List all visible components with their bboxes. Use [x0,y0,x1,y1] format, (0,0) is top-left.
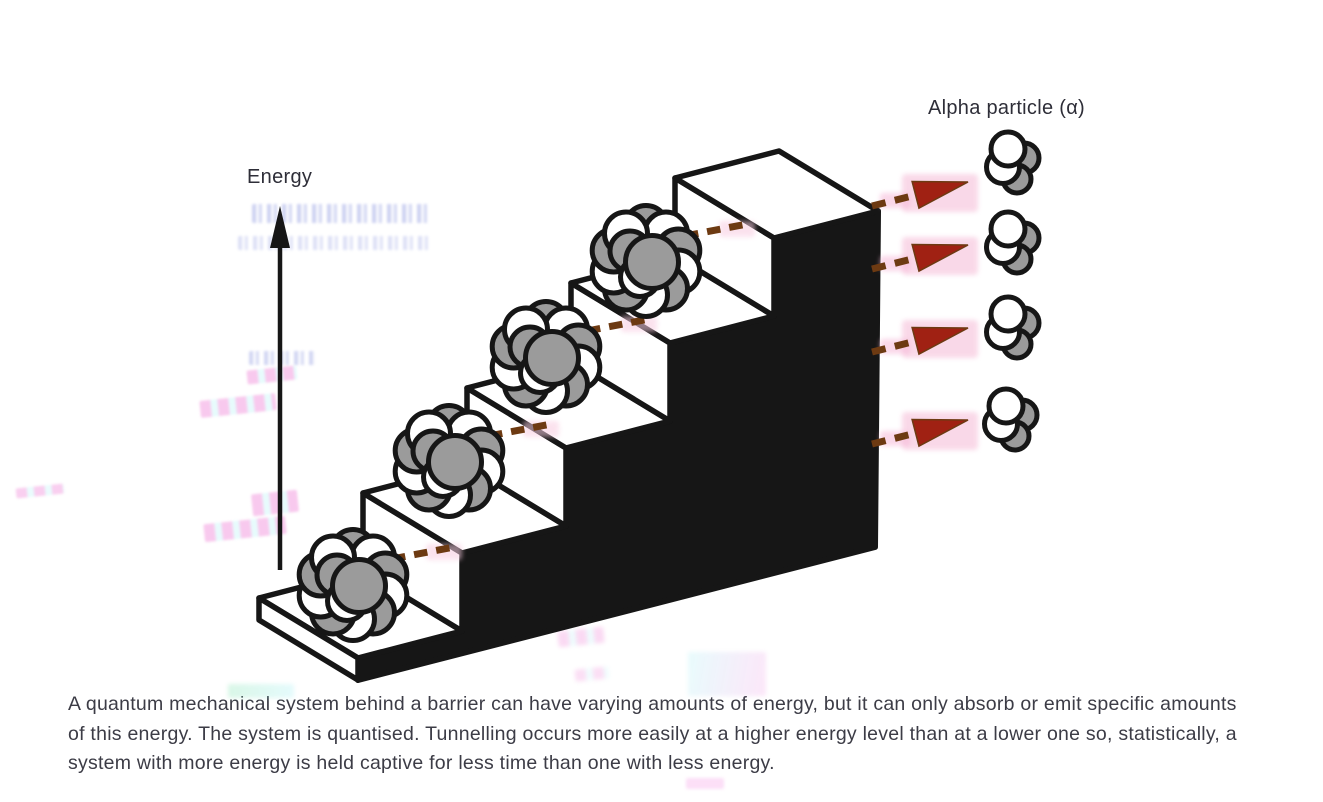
nucleus-level-1 [299,530,407,641]
tunnelling-arrow-2 [872,231,978,275]
caption-line: system with more energy is held captive … [68,752,775,774]
alpha-particle-2 [987,212,1040,273]
nucleus-level-4 [592,206,700,317]
alpha-particle-label: Alpha particle (α) [928,97,1086,119]
caption-line: of this energy. The system is quantised.… [68,722,1237,745]
tunnelling-arrow-4 [872,406,978,450]
nucleus-level-2 [395,406,503,517]
alpha-particle-4 [985,389,1038,450]
tunnelling-arrow-3 [872,314,978,358]
tunnelling-arrow-1 [872,168,978,212]
figure-caption: A quantum mechanical system behind a bar… [68,690,1237,779]
energy-axis-arrow [270,206,290,570]
nucleus-level-3 [492,302,600,413]
caption-line: A quantum mechanical system behind a bar… [68,693,1237,715]
alpha-particle-3 [987,297,1040,358]
step-0-end [256,595,361,683]
alpha-particle-1 [987,132,1040,193]
step-4-top [672,148,881,241]
energy-axis-label: Energy [247,166,313,188]
